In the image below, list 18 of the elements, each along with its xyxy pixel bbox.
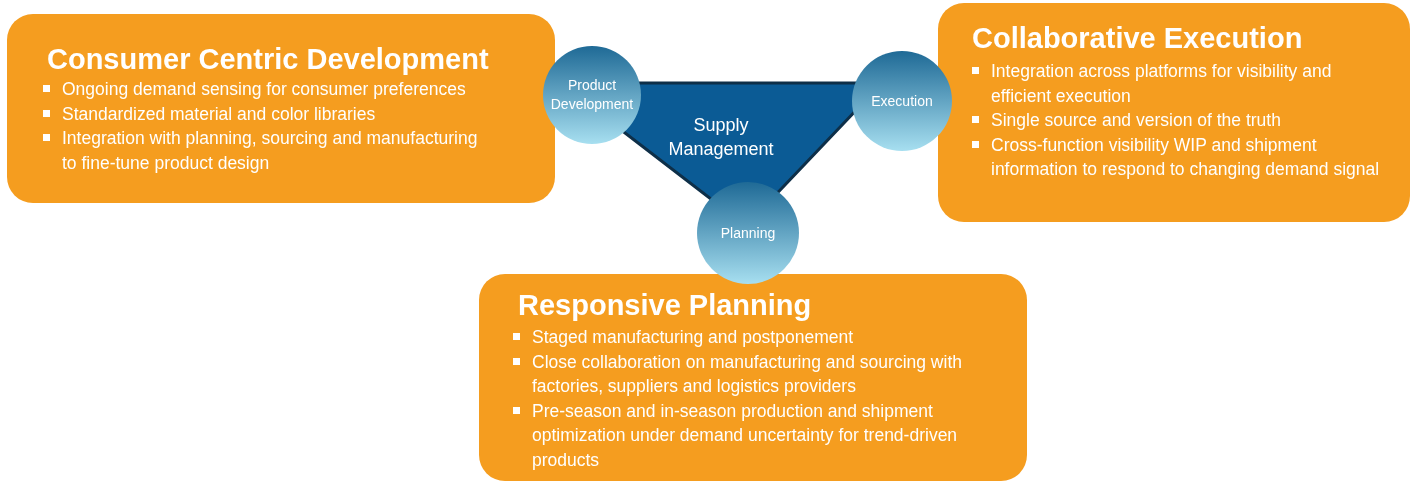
- bullet-item: Cross-function visibility WIP and shipment information to respond to changing demand signal: [972, 132, 1392, 182]
- card-heading: Consumer Centric Development: [47, 42, 489, 76]
- circle-label: Planning: [719, 223, 777, 243]
- bullet-item: Integration across platforms for visibility and efficient execution: [972, 59, 1392, 108]
- center-label: Supply Management: [667, 114, 775, 162]
- info-card: [938, 3, 1410, 222]
- bullet-item: Ongoing demand sensing for consumer preferences: [43, 77, 483, 102]
- circle-label: Execution: [870, 91, 934, 111]
- bullet-item: Staged manufacturing and postponement: [513, 325, 1003, 350]
- bullet-item: Single source and version of the truth: [972, 108, 1392, 133]
- bullet-item: Pre-season and in-season production and shipment optimization under demand uncertainty for trend-driven products: [513, 398, 1003, 472]
- card-heading: Responsive Planning: [518, 288, 812, 322]
- bullet-item: Standardized material and color libraries: [43, 101, 483, 126]
- info-card: [479, 274, 1027, 481]
- bullet-item: Integration with planning, sourcing and manufacturing to fine-tune product design: [43, 126, 483, 175]
- bullet-item: Close collaboration on manufacturing and sourcing with factories, suppliers and logistics providers: [513, 349, 1003, 399]
- card-heading: Collaborative Execution: [972, 21, 1303, 55]
- circle-label: Product Development: [550, 76, 634, 114]
